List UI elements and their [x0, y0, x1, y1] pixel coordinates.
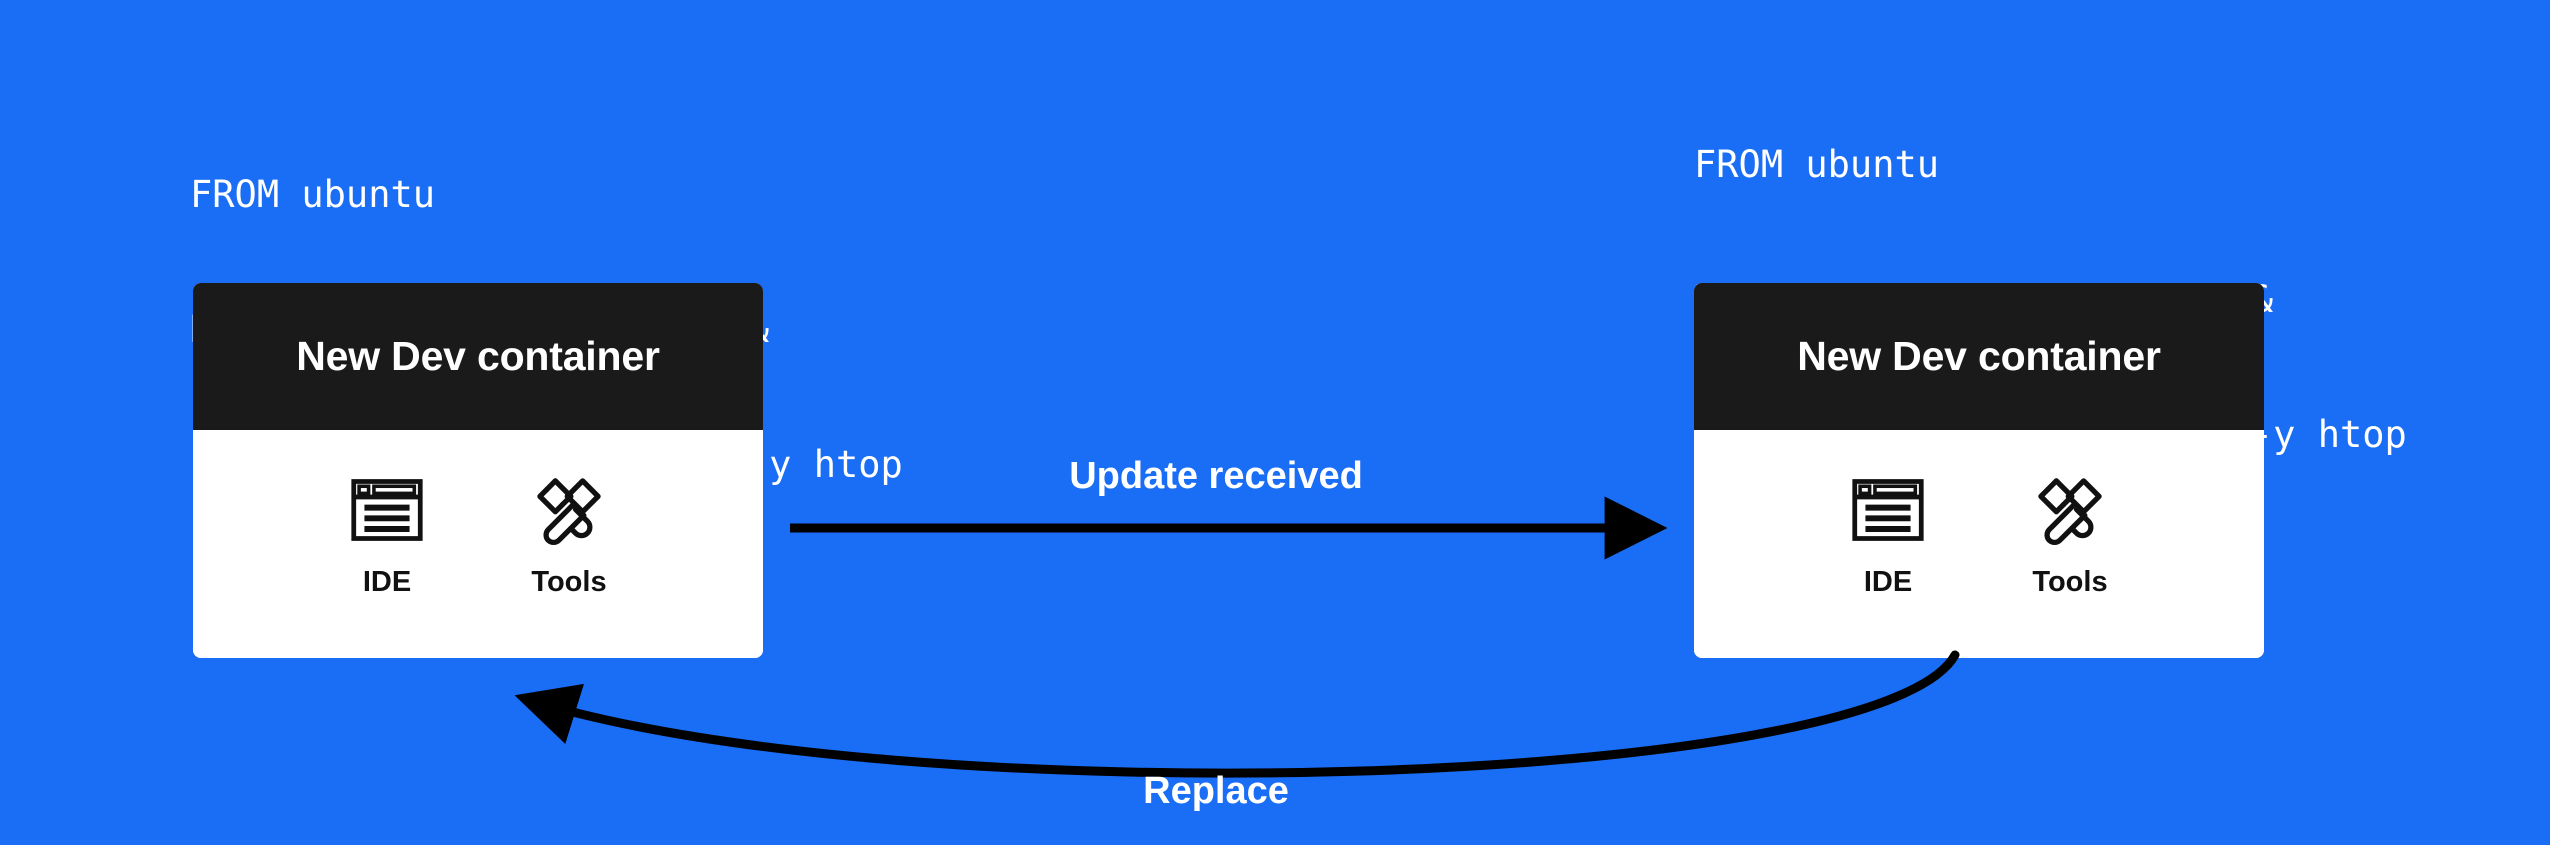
code-line: FROM ubuntu	[190, 173, 436, 216]
label-replace: Replace	[1143, 770, 1289, 812]
code-line: FROM ubuntu	[1694, 143, 1940, 186]
ide-window-icon	[351, 479, 423, 541]
dev-container-card-left[interactable]: New Dev container IDE	[193, 283, 763, 658]
card-title: New Dev container	[296, 333, 660, 379]
hammer-wrench-tools-icon	[2038, 478, 2102, 546]
card-header: New Dev container	[1694, 283, 2264, 430]
dev-container-card-right[interactable]: New Dev container IDE	[1694, 283, 2264, 658]
tile-label: Tools	[531, 566, 607, 598]
tile-label: IDE	[1863, 566, 1913, 598]
card-body: IDE Tools	[1694, 430, 2264, 658]
tile-label: Tools	[2032, 566, 2108, 598]
ide-window-icon	[1852, 479, 1924, 541]
card-title: New Dev container	[1797, 333, 2161, 379]
tile-ide[interactable]: IDE	[1850, 472, 1926, 599]
card-header: New Dev container	[193, 283, 763, 430]
label-update-received: Update received	[1069, 455, 1363, 497]
tile-tools[interactable]: Tools	[531, 472, 607, 599]
tile-label: IDE	[362, 566, 412, 598]
tile-tools[interactable]: Tools	[2032, 472, 2108, 599]
hammer-wrench-tools-icon	[537, 478, 601, 546]
tile-ide[interactable]: IDE	[349, 472, 425, 599]
card-body: IDE Tools	[193, 430, 763, 658]
